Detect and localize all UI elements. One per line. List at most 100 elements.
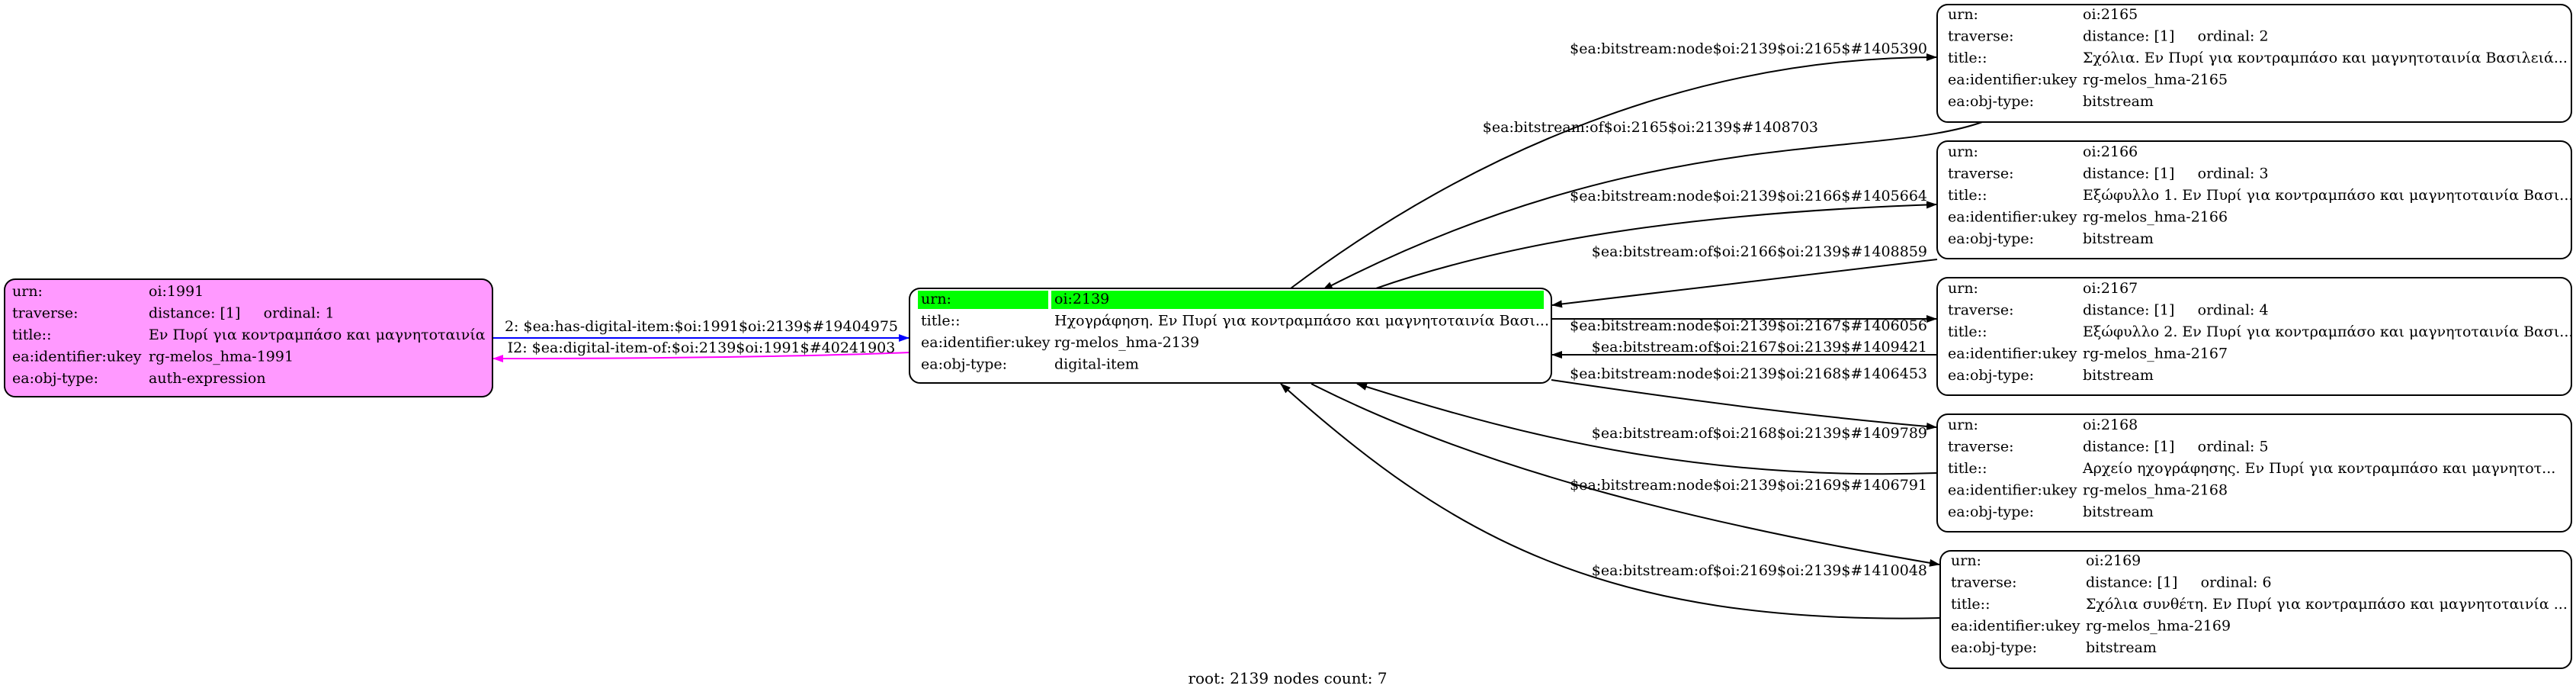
node-box bbox=[1936, 140, 2572, 259]
row-value: rg-melos_hma-2166 bbox=[2083, 209, 2228, 226]
row-value: Σχόλια συνθέτη. Εν Πυρί για κοντραμπάσο … bbox=[2086, 596, 2568, 613]
row-key: urn: bbox=[1948, 6, 1978, 23]
row-value: oi:1991 bbox=[149, 283, 204, 300]
edge-line bbox=[1551, 379, 1937, 430]
row-value: bitstream bbox=[2086, 639, 2157, 656]
row-value: rg-melos_hma-2168 bbox=[2083, 482, 2228, 499]
row-key: title:: bbox=[1948, 50, 1987, 66]
edge-label: $ea:bitstream:node$oi:2139$oi:2168$#1406… bbox=[1570, 365, 1927, 382]
row-key: title:: bbox=[1948, 187, 1987, 204]
row-value: digital-item bbox=[1054, 356, 1139, 373]
row-value: oi:2165 bbox=[2083, 6, 2138, 23]
row-value: rg-melos_hma-1991 bbox=[149, 349, 294, 365]
edge-line bbox=[492, 352, 910, 362]
node-box bbox=[1936, 4, 2572, 123]
edge-line bbox=[1375, 201, 1937, 289]
footer-count-value: 7 bbox=[1378, 669, 1387, 687]
row-key: title:: bbox=[921, 313, 960, 330]
row-value: distance: [1] ordinal: 5 bbox=[2083, 439, 2269, 455]
edge-2139-to-1991: I2: $ea:digital-item-of:$oi:2139$oi:1991… bbox=[492, 339, 910, 362]
row-key: ea:obj-type: bbox=[1948, 367, 2034, 384]
edge-label: $ea:bitstream:node$oi:2139$oi:2165$#1405… bbox=[1570, 40, 1927, 57]
row-value: oi:2166 bbox=[2083, 143, 2138, 160]
row-key: urn: bbox=[1948, 143, 1978, 160]
row-value: distance: [1] ordinal: 2 bbox=[2083, 28, 2269, 45]
footer-count-label: nodes count: bbox=[1273, 669, 1372, 687]
row-value: distance: [1] ordinal: 3 bbox=[2083, 166, 2269, 182]
graph-footer: root: 2139 nodes count: 7 bbox=[1188, 669, 1387, 687]
row-value: Ηχογράφηση. Εν Πυρί για κοντραμπάσο και … bbox=[1054, 313, 1549, 330]
node-box bbox=[1939, 550, 2572, 669]
edge-line bbox=[1322, 121, 1983, 291]
nodes-layer: urn: oi:1991 traverse: distance: [1] ordina… bbox=[4, 4, 2573, 669]
row-value: rg-melos_hma-2139 bbox=[1054, 334, 1199, 351]
edge-label: $ea:bitstream:of$oi:2167$oi:2139$#140942… bbox=[1592, 339, 1927, 356]
row-key: urn: bbox=[1951, 552, 1981, 569]
edge-label: $ea:bitstream:of$oi:2165$oi:2139$#140870… bbox=[1483, 119, 1818, 136]
row-key: ea:obj-type: bbox=[1948, 230, 2034, 247]
edge-label: $ea:bitstream:node$oi:2139$oi:2166$#1405… bbox=[1570, 188, 1927, 204]
node-oi-2168[interactable]: urn: oi:2168 traverse: distance: [1] ordina… bbox=[1936, 413, 2572, 533]
edge-2139-to-2166: $ea:bitstream:node$oi:2139$oi:2166$#1405… bbox=[1375, 188, 1937, 289]
row-value: Εξώφυλλο 1. Εν Πυρί για κοντραμπάσο και … bbox=[2083, 187, 2573, 204]
row-key: ea:identifier:ukey bbox=[1948, 209, 2077, 226]
edge-2169-to-2139: $ea:bitstream:of$oi:2169$oi:2139$#141004… bbox=[1280, 383, 1941, 619]
row-key: title:: bbox=[12, 327, 51, 343]
row-key: urn: bbox=[1948, 417, 1978, 433]
row-key: ea:obj-type: bbox=[1948, 504, 2034, 520]
edge-line bbox=[1290, 53, 1937, 289]
node-box bbox=[909, 288, 1552, 384]
row-key: ea:identifier:ukey bbox=[1948, 482, 2077, 499]
node-box bbox=[1936, 413, 2572, 533]
row-value: bitstream bbox=[2083, 504, 2154, 520]
edge-1991-to-2139: 2: $ea:has-digital-item:$oi:1991$oi:2139… bbox=[492, 318, 909, 342]
row-key: title:: bbox=[1951, 596, 1990, 613]
row-key: title:: bbox=[1948, 323, 1987, 340]
row-value: rg-melos_hma-2167 bbox=[2083, 346, 2228, 362]
row-key: ea:identifier:ukey bbox=[1948, 346, 2077, 362]
row-key: urn: bbox=[12, 283, 43, 300]
footer-root-id: 2139 bbox=[1230, 669, 1269, 687]
node-oi-2165[interactable]: urn: oi:2165 traverse: distance: [1] ordina… bbox=[1936, 4, 2572, 123]
edge-2166-to-2139: $ea:bitstream:of$oi:2166$oi:2139$#140885… bbox=[1551, 243, 1938, 308]
row-value: oi:2167 bbox=[2083, 280, 2138, 297]
row-value: bitstream bbox=[2083, 93, 2154, 110]
row-value: distance: [1] ordinal: 1 bbox=[149, 305, 335, 322]
edge-2167-to-2139: $ea:bitstream:of$oi:2167$oi:2139$#140942… bbox=[1551, 339, 1937, 359]
edge-label: $ea:bitstream:of$oi:2169$oi:2139$#141004… bbox=[1592, 562, 1927, 579]
row-key: traverse: bbox=[1948, 28, 2014, 45]
node-oi-2166[interactable]: urn: oi:2166 traverse: distance: [1] ordina… bbox=[1936, 140, 2573, 259]
edge-2168-to-2139: $ea:bitstream:of$oi:2168$oi:2139$#140978… bbox=[1356, 383, 1938, 475]
edge-2139-to-2169: $ea:bitstream:node$oi:2139$oi:2169$#1406… bbox=[1310, 383, 1940, 567]
row-key: title:: bbox=[1948, 460, 1987, 477]
edge-label: $ea:bitstream:node$oi:2139$oi:2169$#1406… bbox=[1570, 477, 1927, 494]
node-box bbox=[1936, 277, 2572, 396]
edge-line bbox=[1310, 383, 1940, 567]
row-key: traverse: bbox=[1948, 439, 2014, 455]
row-value: Σχόλια. Εν Πυρί για κοντραμπάσο και μαγν… bbox=[2083, 50, 2568, 66]
edges-layer: 2: $ea:has-digital-item:$oi:1991$oi:2139… bbox=[492, 40, 1983, 619]
row-value: bitstream bbox=[2083, 230, 2154, 247]
node-header-value-highlight bbox=[1051, 291, 1544, 309]
edge-2139-to-2165: $ea:bitstream:node$oi:2139$oi:2165$#1405… bbox=[1290, 40, 1937, 289]
row-value: Εξώφυλλο 2. Εν Πυρί για κοντραμπάσο και … bbox=[2083, 323, 2573, 340]
node-box bbox=[4, 278, 493, 397]
row-value: rg-melos_hma-2169 bbox=[2086, 618, 2231, 635]
node-header-key-highlight bbox=[918, 291, 1048, 309]
row-key: ea:obj-type: bbox=[12, 370, 98, 387]
footer-root-label: root: bbox=[1188, 669, 1224, 687]
edge-2139-to-2168: $ea:bitstream:node$oi:2139$oi:2168$#1406… bbox=[1551, 365, 1937, 430]
row-value: oi:2168 bbox=[2083, 417, 2138, 433]
row-key: ea:identifier:ukey bbox=[921, 334, 1051, 351]
edge-line bbox=[1280, 383, 1941, 619]
edge-label: 2: $ea:has-digital-item:$oi:1991$oi:2139… bbox=[505, 318, 898, 335]
row-key: traverse: bbox=[1948, 166, 2014, 182]
row-value: Αρχείο ηχογράφησης. Εν Πυρί για κοντραμπ… bbox=[2082, 460, 2555, 477]
row-key: ea:identifier:ukey bbox=[1951, 618, 2080, 635]
edge-label: $ea:bitstream:node$oi:2139$oi:2167$#1406… bbox=[1570, 317, 1927, 334]
